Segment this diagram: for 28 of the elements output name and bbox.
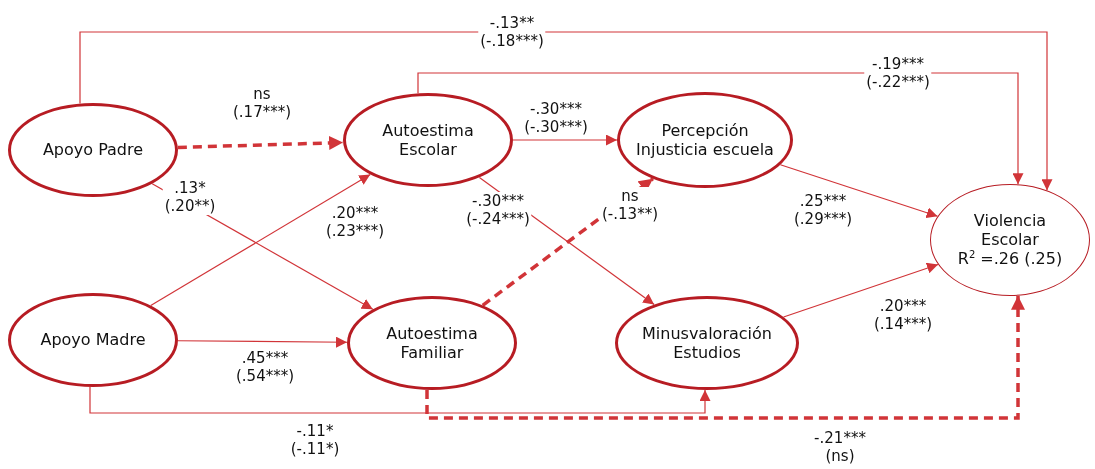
ellipse-node xyxy=(347,296,517,390)
dashed-arrow xyxy=(425,295,1025,420)
edge-label: .13* (.20**) xyxy=(162,179,218,215)
node-label: Violencia Escolar xyxy=(972,211,1048,250)
edge-label: -.30*** (-.24***) xyxy=(464,192,532,228)
edge-label: -.21*** (ns) xyxy=(812,429,868,465)
edge-label: -.30*** (-.30***) xyxy=(522,100,590,136)
arrow xyxy=(177,336,348,348)
node-label: Apoyo Padre xyxy=(42,140,144,160)
ellipse-node xyxy=(343,93,513,187)
node-label: R$^{2}$ =.26 (.25) xyxy=(957,249,1063,269)
node-label: Autoestima Familiar xyxy=(385,323,479,363)
arrow xyxy=(79,31,1053,191)
dashed-arrow xyxy=(177,135,344,150)
ellipse-node xyxy=(8,293,178,387)
edge-label: ns (-.13**) xyxy=(600,187,660,223)
arrow xyxy=(417,72,1024,185)
node-label: Percepción Injusticia escuela xyxy=(635,120,775,160)
arrow xyxy=(512,134,618,146)
edge-label: -.13** (-.18***) xyxy=(478,14,546,50)
node-label: Autoestima Escolar xyxy=(381,120,475,160)
edge-label: -.19*** (-.22***) xyxy=(864,55,932,91)
arrow xyxy=(779,164,939,219)
node-label: Minusvaloración Estudios xyxy=(641,323,773,363)
ellipse-node xyxy=(615,296,799,390)
arrow xyxy=(89,386,711,414)
node-label: Apoyo Madre xyxy=(40,330,146,350)
arrow xyxy=(783,262,939,318)
